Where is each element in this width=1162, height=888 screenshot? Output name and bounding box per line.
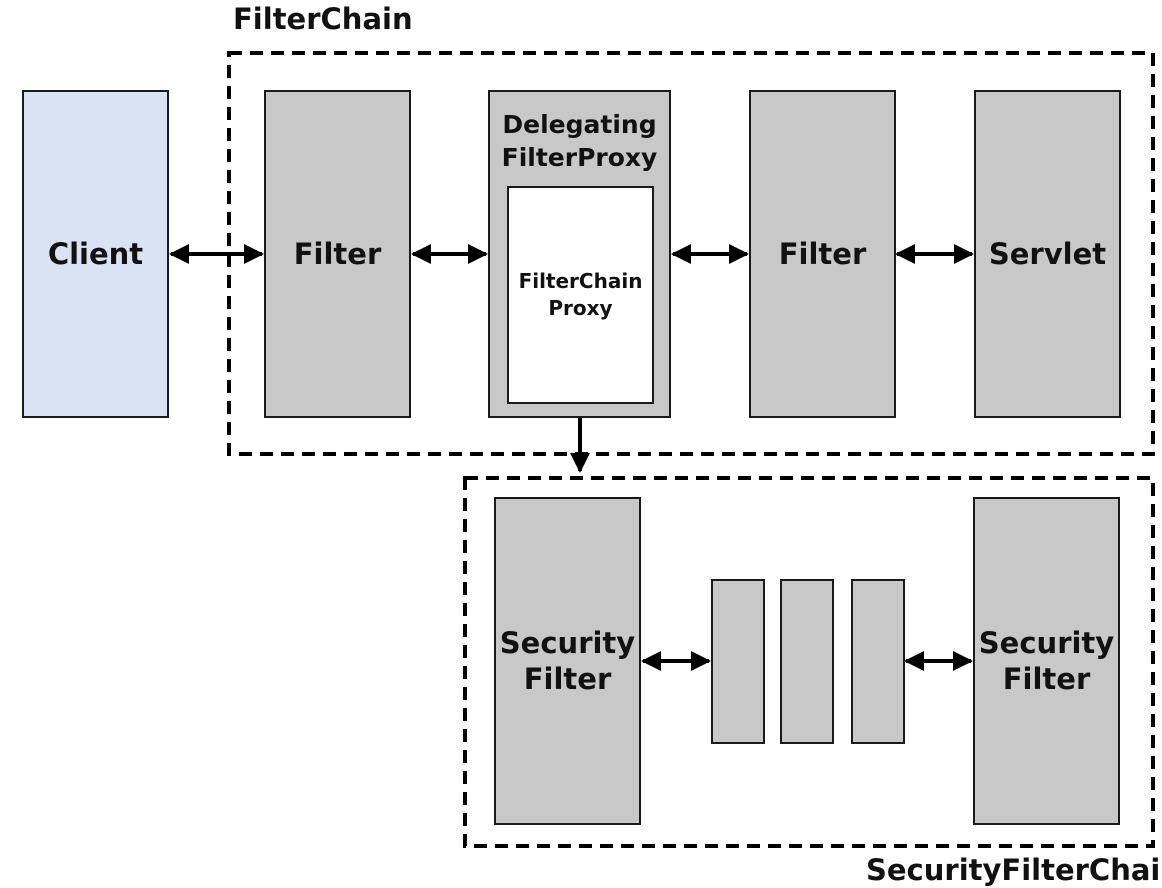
filter-box-left: Filter <box>264 90 411 418</box>
filter-chain-proxy-label: FilterChain Proxy <box>518 269 643 320</box>
client-label: Client <box>47 237 144 271</box>
servlet-label: Servlet <box>988 237 1107 271</box>
filter-right-label: Filter <box>778 237 867 271</box>
servlet-box: Servlet <box>974 90 1121 418</box>
filter-box-right: Filter <box>749 90 896 418</box>
security-filter-left-label: Security Filter <box>499 626 636 696</box>
small-filter-box-2 <box>780 579 834 744</box>
security-filter-box-left: Security Filter <box>494 497 641 825</box>
security-filter-right-label: Security Filter <box>978 626 1115 696</box>
filter-chain-title: FilterChain <box>233 2 413 36</box>
security-filter-chain-container <box>463 476 1155 848</box>
filter-left-label: Filter <box>293 237 382 271</box>
filter-chain-container <box>227 51 1155 456</box>
security-filter-chain-title: SecurityFilterChain <box>866 853 1162 887</box>
client-box: Client <box>22 90 169 418</box>
security-filter-box-right: Security Filter <box>973 497 1120 825</box>
small-filter-box-1 <box>711 579 765 744</box>
delegating-filter-proxy-label: Delegating FilterProxy <box>501 110 658 172</box>
filter-chain-proxy-box: FilterChain Proxy <box>507 186 654 404</box>
small-filter-box-3 <box>851 579 905 744</box>
